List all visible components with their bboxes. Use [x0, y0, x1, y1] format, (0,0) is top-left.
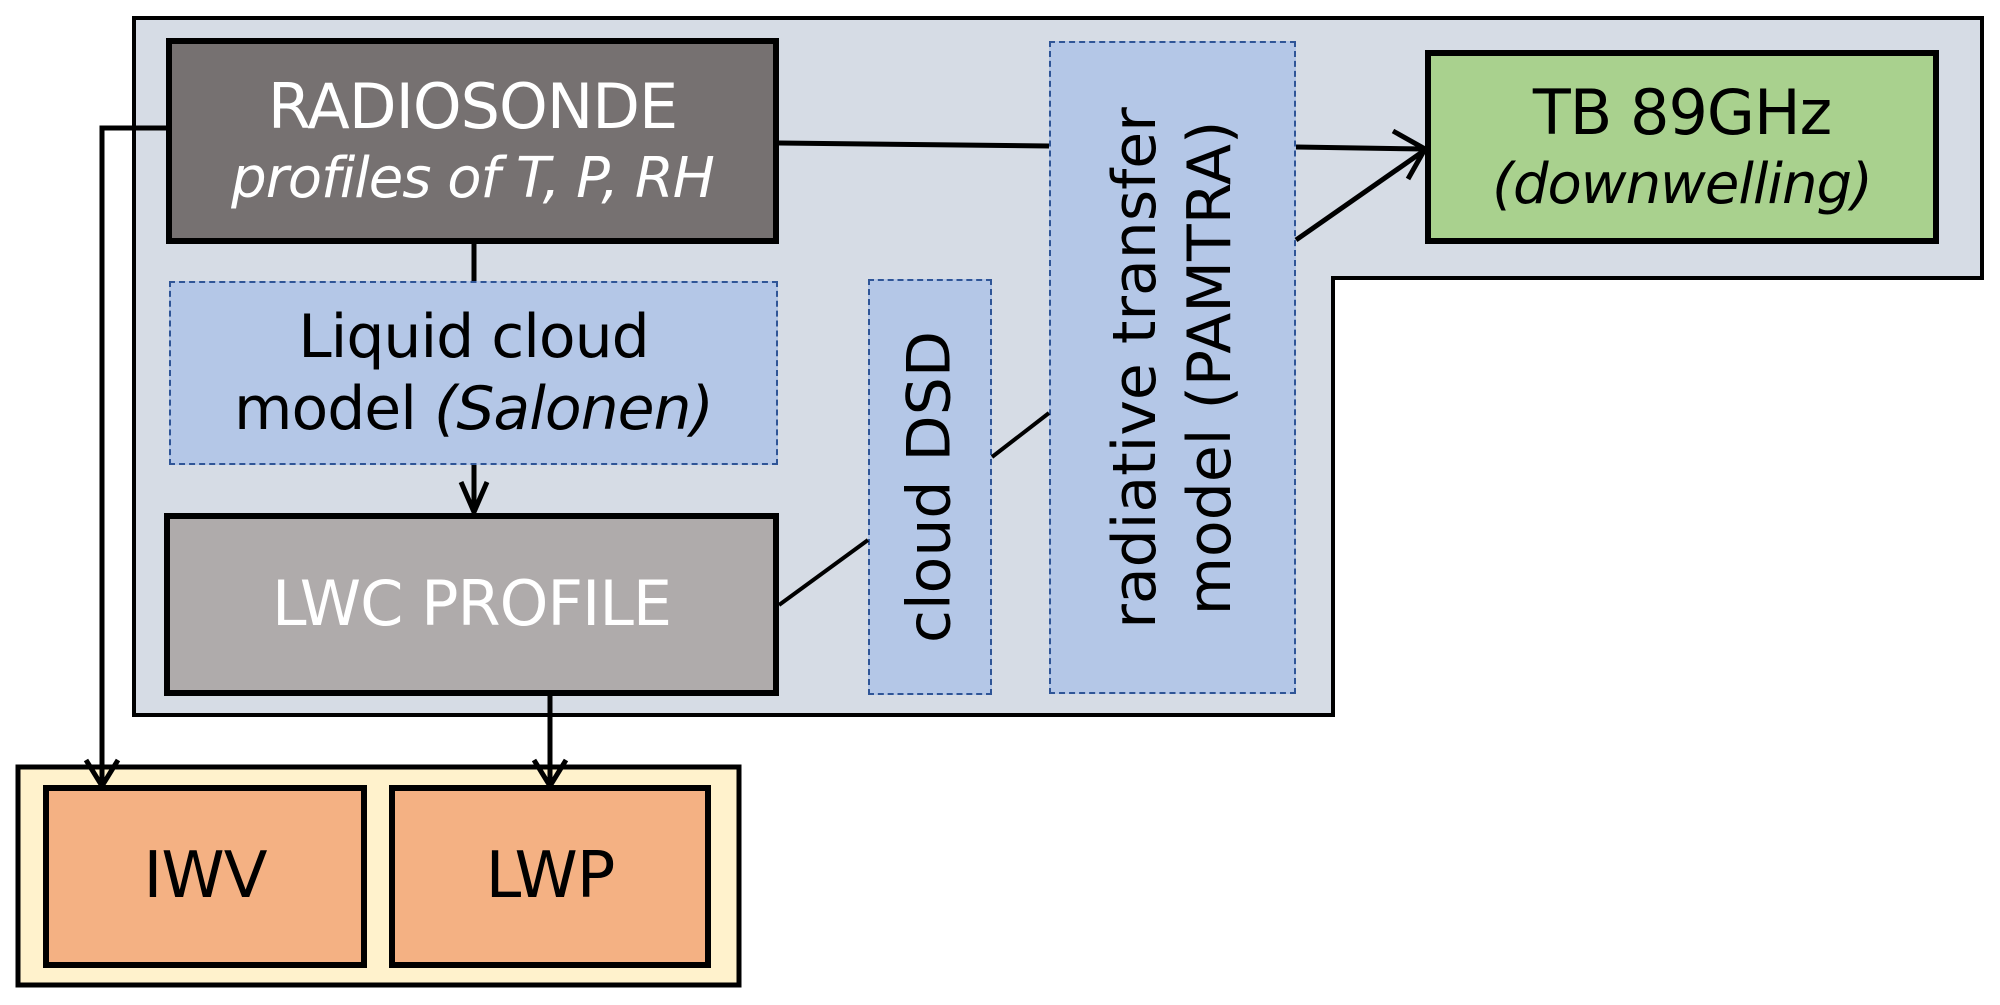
- lwc-profile-box: LWC PROFILE: [164, 513, 779, 696]
- liquid-cloud-line2-italic: (Salonen): [433, 374, 714, 444]
- liquid-cloud-line2-plain: model: [234, 374, 434, 444]
- radiosonde-subtitle: profiles of T, P, RH: [231, 145, 715, 211]
- radiosonde-box: RADIOSONDE profiles of T, P, RH: [166, 38, 779, 244]
- tb-title: TB 89GHz: [1532, 76, 1832, 150]
- radiative-transfer-box: radiative transfer model (PAMTRA): [1049, 41, 1296, 694]
- tb-subtitle: (downwelling): [1492, 151, 1873, 217]
- lwp-label: LWP: [485, 839, 616, 914]
- cloud-dsd-box: cloud DSD: [868, 279, 992, 695]
- lwc-profile-title: LWC PROFILE: [271, 567, 672, 641]
- liquid-cloud-line2: model (Salonen): [234, 373, 714, 445]
- radiative-transfer-label: radiative transfer model (PAMTRA): [1098, 107, 1248, 629]
- liquid-cloud-line1: Liquid cloud: [298, 302, 650, 372]
- tb-89ghz-box: TB 89GHz (downwelling): [1425, 50, 1939, 244]
- radiative-line2: model (PAMTRA): [1174, 120, 1245, 615]
- liquid-cloud-model-box: Liquid cloud model (Salonen): [169, 281, 778, 465]
- radiosonde-title: RADIOSONDE: [267, 70, 678, 144]
- iwv-label: IWV: [143, 839, 268, 914]
- iwv-box: IWV: [43, 785, 367, 968]
- radiative-line1: radiative transfer: [1099, 106, 1170, 629]
- cloud-dsd-label: cloud DSD: [894, 330, 965, 644]
- lwp-box: LWP: [389, 785, 711, 968]
